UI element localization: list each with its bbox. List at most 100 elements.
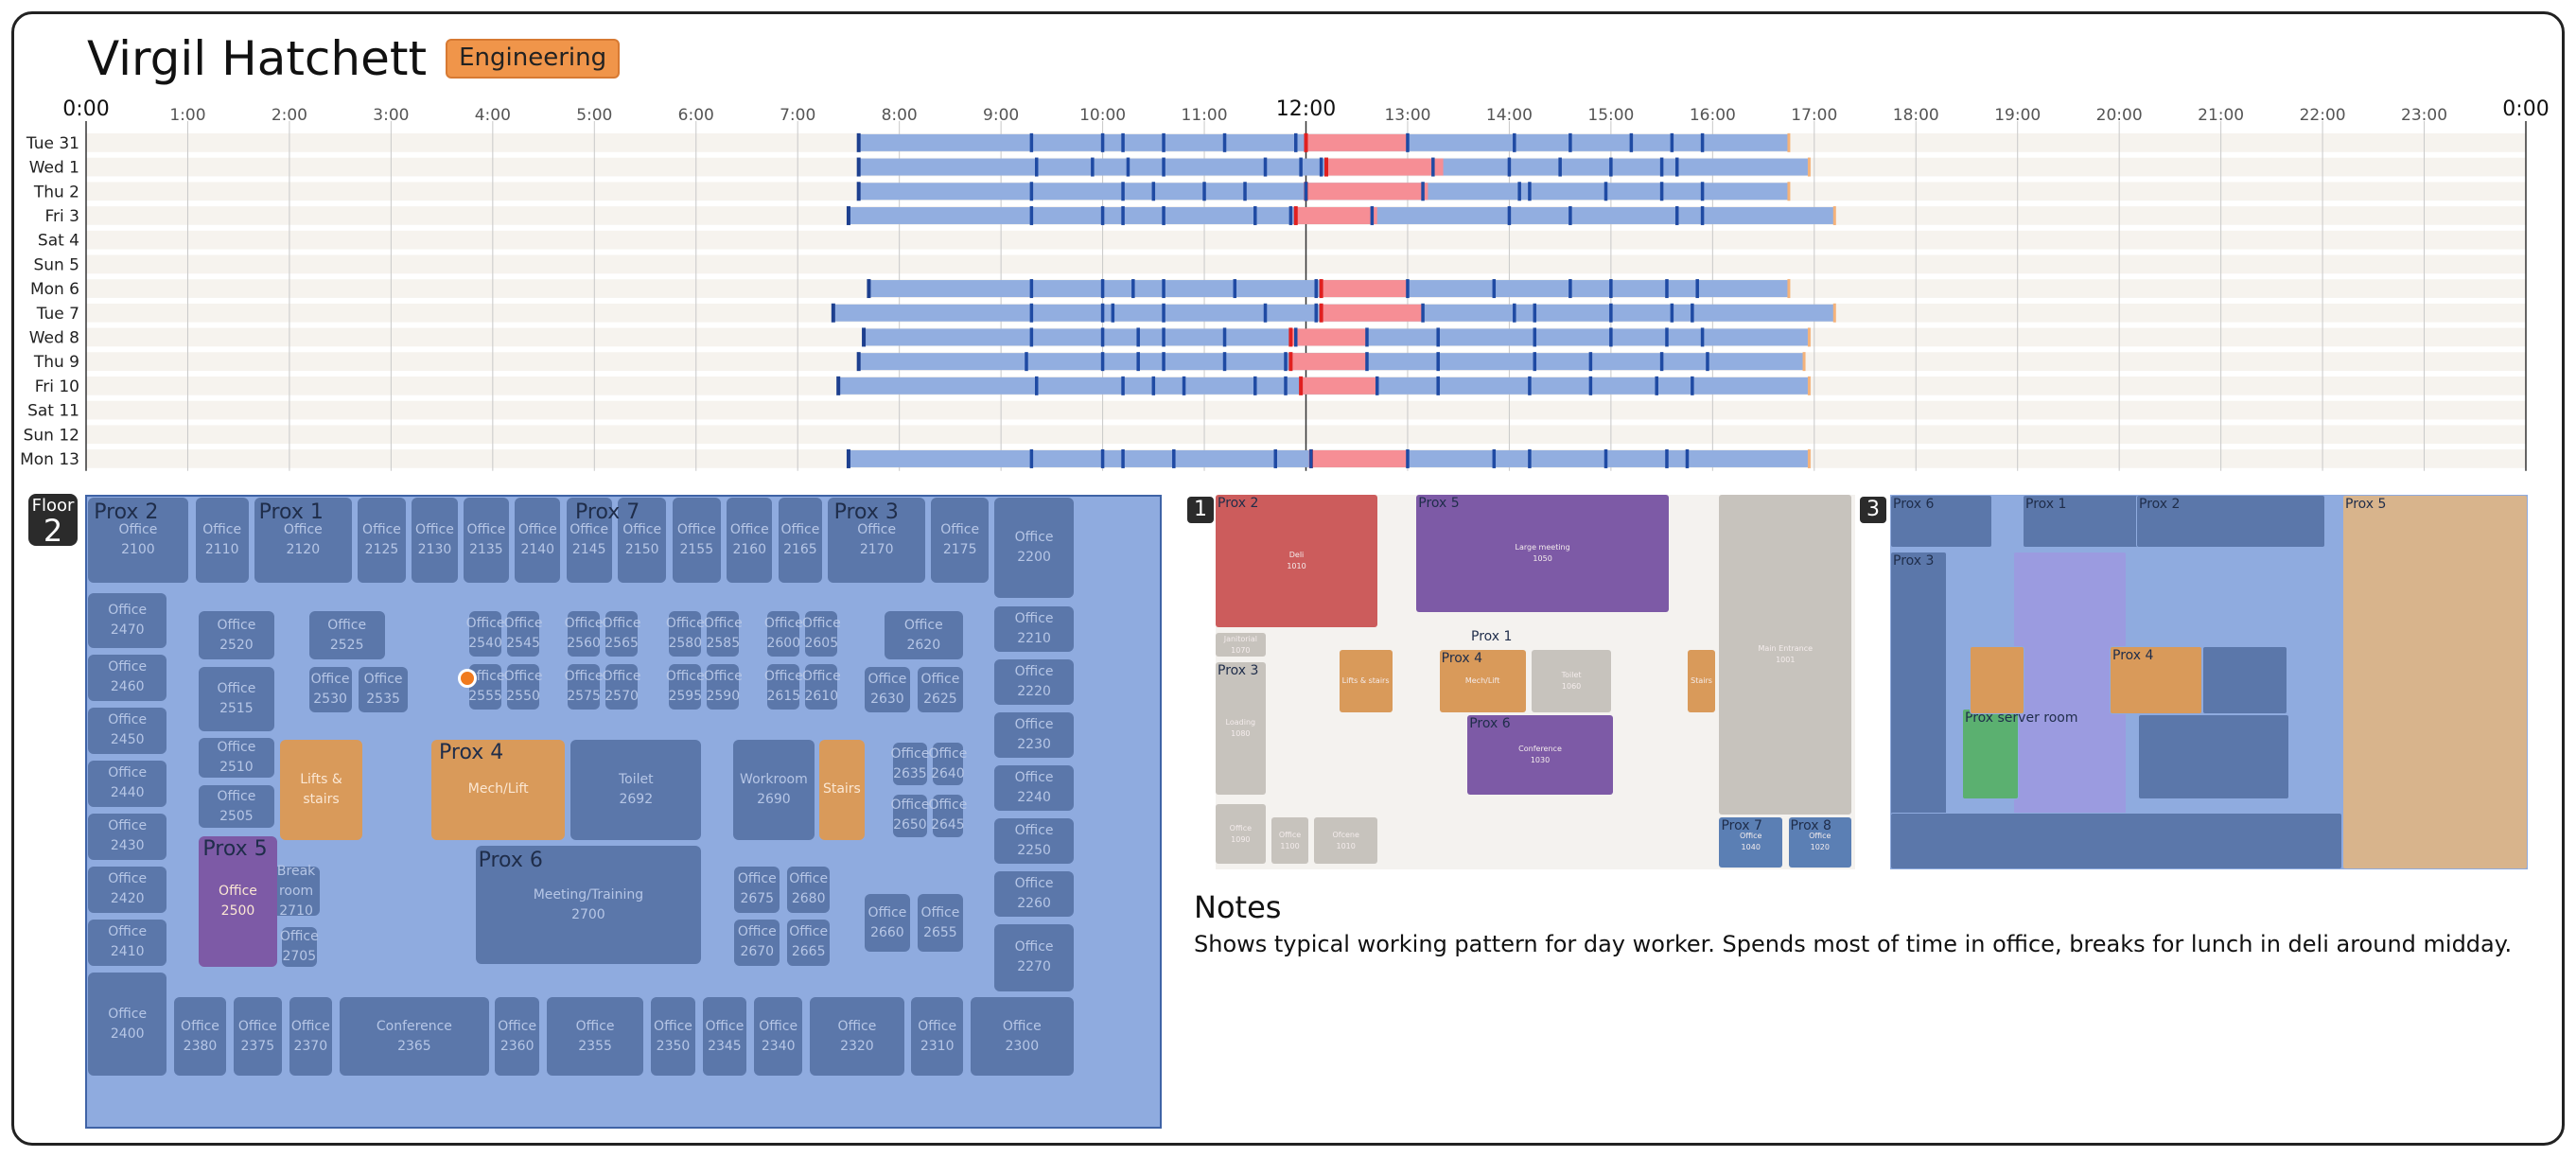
floor-3-zone[interactable] (2023, 495, 2146, 548)
floor-1-room[interactable]: Lifts & stairs (1339, 649, 1393, 713)
floor-1-badge[interactable]: 1 (1187, 497, 1214, 523)
department-badge[interactable]: Engineering (446, 39, 621, 79)
room-special[interactable]: Stairs (818, 740, 865, 840)
room-special[interactable]: Lifts & stairs (280, 740, 362, 840)
person-location-marker[interactable] (457, 669, 477, 688)
floor-1-room[interactable]: Stairs (1688, 649, 1715, 713)
floor-3-zone[interactable] (2136, 495, 2325, 548)
floor-badge[interactable]: Floor 2 (28, 494, 78, 546)
floor-3-zone[interactable] (1962, 709, 2019, 799)
room-special[interactable]: Mech/Lift (431, 740, 566, 840)
floor-3-zone[interactable] (1890, 813, 2342, 869)
floor-3-badge[interactable]: 3 (1860, 497, 1886, 523)
floor-3-zone[interactable] (2342, 495, 2528, 869)
floor-3-zone[interactable] (1970, 646, 2024, 714)
floor-3-zone[interactable] (1890, 495, 1992, 548)
floor-3-zone[interactable] (2202, 646, 2287, 714)
